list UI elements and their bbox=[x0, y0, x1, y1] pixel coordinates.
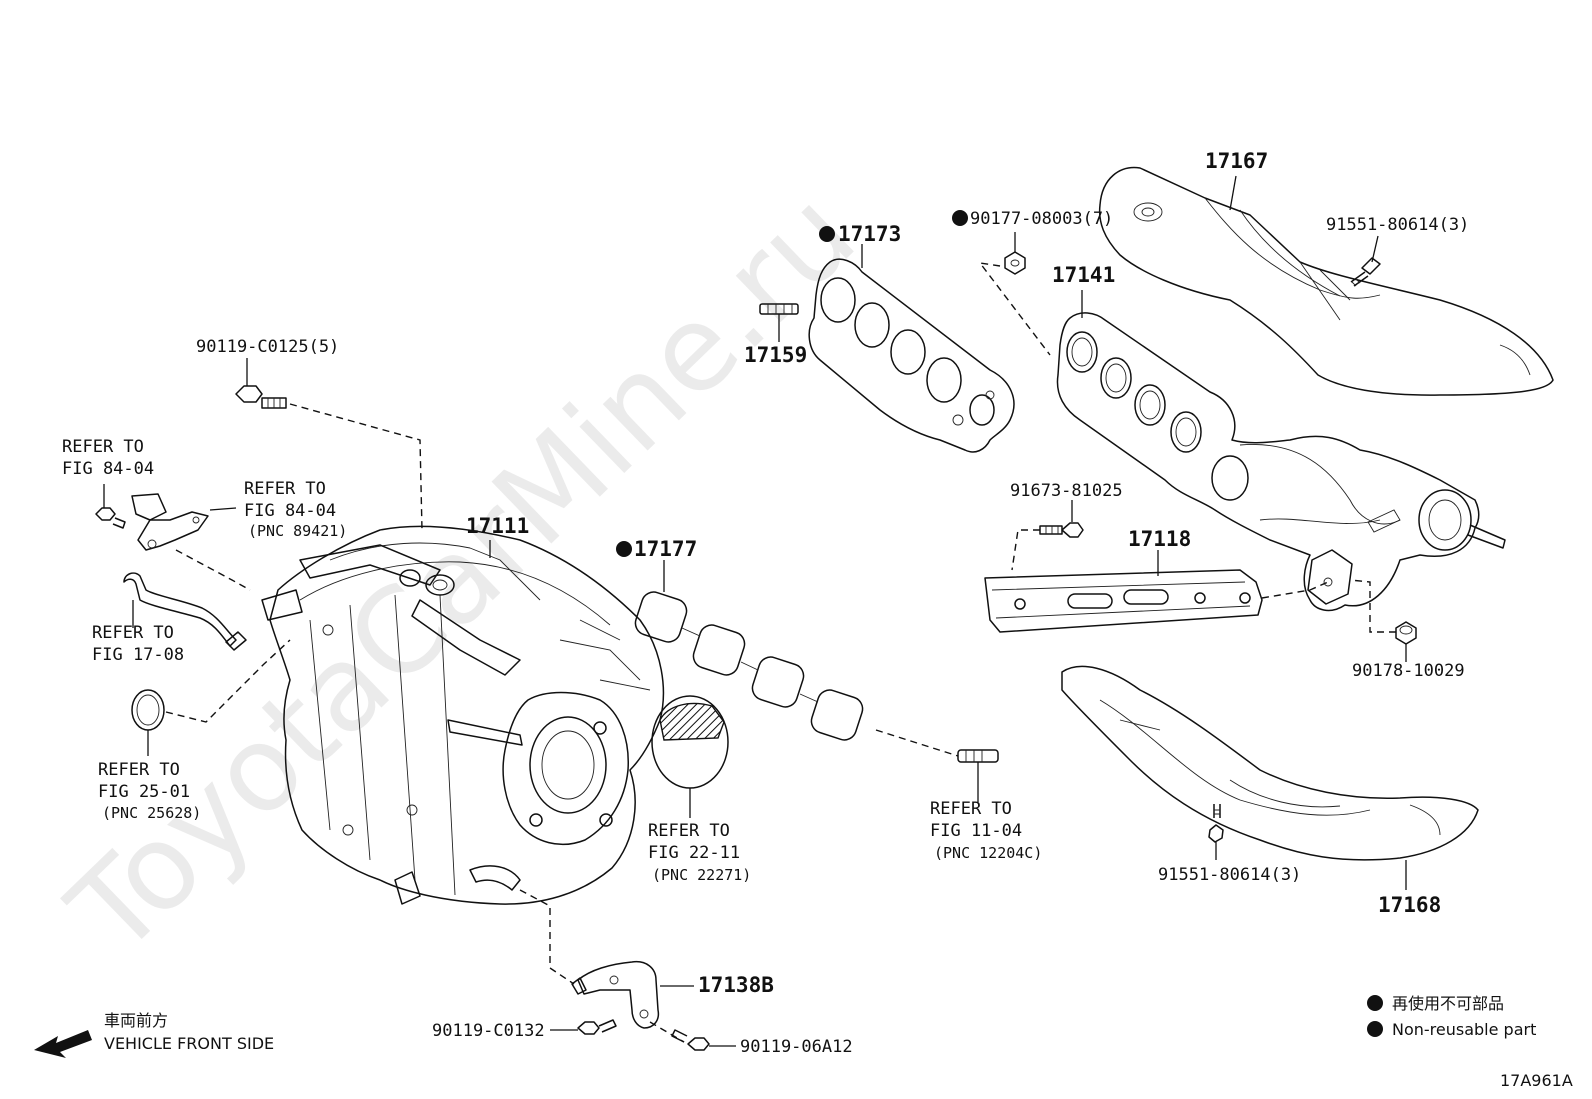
heat-insulator-lower-drawing[interactable] bbox=[1061, 665, 1479, 861]
label-17168[interactable]: 17168 bbox=[1378, 893, 1441, 917]
bolt-91673-icon[interactable] bbox=[1039, 522, 1084, 538]
bracket-17138b-drawing[interactable] bbox=[571, 960, 660, 1029]
ref-25-01-line2[interactable]: FIG 25-01 bbox=[98, 782, 190, 802]
ref-22-11-line2[interactable]: FIG 22-11 bbox=[648, 843, 740, 863]
legend-jp: 再使用不可部品 bbox=[1392, 994, 1504, 1013]
label-90119-c0125[interactable]: 90119-C0125(5) bbox=[196, 337, 339, 357]
stud-11-04-icon[interactable] bbox=[957, 749, 999, 763]
nut-90178-icon[interactable] bbox=[1395, 621, 1417, 645]
ref-25-01-line1[interactable]: REFER TO bbox=[98, 760, 180, 780]
ref-84-04-b-line2[interactable]: FIG 84-04 bbox=[244, 501, 336, 521]
watermark: ToyotaCarMine.ru bbox=[43, 165, 881, 981]
label-17138b[interactable]: 17138B bbox=[698, 973, 774, 997]
label-91551-top[interactable]: 91551-80614(3) bbox=[1326, 215, 1469, 235]
ref-11-04-line1[interactable]: REFER TO bbox=[930, 799, 1012, 819]
label-91673[interactable]: 91673-81025 bbox=[1010, 481, 1123, 501]
ref-84-04-b-line3[interactable]: (PNC 89421) bbox=[248, 522, 347, 540]
label-90177[interactable]: 90177-08003(7) bbox=[970, 209, 1113, 229]
heat-insulator-upper-drawing[interactable] bbox=[1098, 166, 1554, 396]
front-label-jp: 車両前方 bbox=[104, 1011, 168, 1030]
bolt-84-04-icon[interactable] bbox=[95, 507, 126, 529]
ref-17-08-line2[interactable]: FIG 17-08 bbox=[92, 645, 184, 665]
ref-11-04-line3[interactable]: (PNC 12204C) bbox=[934, 844, 1042, 862]
label-90178[interactable]: 90178-10029 bbox=[1352, 661, 1465, 681]
ref-84-04-a-line2[interactable]: FIG 84-04 bbox=[62, 459, 154, 479]
figure-code: 17A961A bbox=[1500, 1071, 1573, 1090]
hose-17-08-drawing[interactable] bbox=[123, 572, 247, 651]
ref-22-11-line3[interactable]: (PNC 22271) bbox=[652, 866, 751, 884]
o-ring-25-01-drawing[interactable] bbox=[131, 689, 165, 731]
ref-25-01-line3[interactable]: (PNC 25628) bbox=[102, 804, 201, 822]
exhaust-manifold-17141-drawing[interactable] bbox=[1056, 312, 1506, 612]
legend-en: Non-reusable part bbox=[1392, 1020, 1536, 1039]
ref-11-04-line2[interactable]: FIG 11-04 bbox=[930, 821, 1022, 841]
legend-dot-en bbox=[1367, 1021, 1383, 1037]
bolt-90119-06a12-icon[interactable] bbox=[671, 1029, 710, 1051]
legend-dot-jp bbox=[1367, 995, 1383, 1011]
sensor-bracket-drawing[interactable] bbox=[131, 493, 209, 551]
ref-22-11-line1[interactable]: REFER TO bbox=[648, 821, 730, 841]
ref-84-04-b-line1[interactable]: REFER TO bbox=[244, 479, 326, 499]
non-reusable-marker-90177 bbox=[952, 210, 968, 226]
bolt-90119-c0125-icon[interactable] bbox=[235, 385, 287, 409]
ref-17-08-line1[interactable]: REFER TO bbox=[92, 623, 174, 643]
bolt-91551-bottom-icon[interactable] bbox=[1208, 804, 1224, 843]
non-reusable-marker-17173 bbox=[819, 226, 835, 242]
label-17177[interactable]: 17177 bbox=[634, 537, 697, 561]
intake-manifold-17111-drawing[interactable] bbox=[261, 525, 665, 905]
intake-gasket-17177-drawing[interactable] bbox=[632, 589, 865, 743]
label-17173[interactable]: 17173 bbox=[838, 222, 901, 246]
label-90119-06a12[interactable]: 90119-06A12 bbox=[740, 1037, 853, 1057]
label-91551-bottom[interactable]: 91551-80614(3) bbox=[1158, 865, 1301, 885]
bolt-91551-top-icon[interactable] bbox=[1350, 257, 1381, 287]
label-17118[interactable]: 17118 bbox=[1128, 527, 1191, 551]
label-17167[interactable]: 17167 bbox=[1205, 149, 1268, 173]
non-reusable-marker-17177 bbox=[616, 541, 632, 557]
label-17111[interactable]: 17111 bbox=[466, 514, 529, 538]
nut-90177-icon[interactable] bbox=[1004, 251, 1026, 275]
bolt-90119-c0132-icon[interactable] bbox=[577, 1019, 617, 1035]
label-17159[interactable]: 17159 bbox=[744, 343, 807, 367]
front-label-en: VEHICLE FRONT SIDE bbox=[104, 1034, 274, 1053]
manifold-stay-17118-drawing[interactable] bbox=[984, 569, 1263, 633]
throttle-gasket-22-11-drawing[interactable] bbox=[651, 695, 729, 789]
exhaust-gasket-17173-drawing[interactable] bbox=[808, 258, 1015, 453]
front-arrow-icon bbox=[34, 1030, 92, 1058]
ref-84-04-a-line1[interactable]: REFER TO bbox=[62, 437, 144, 457]
label-90119-c0132[interactable]: 90119-C0132 bbox=[432, 1021, 545, 1041]
label-17141[interactable]: 17141 bbox=[1052, 263, 1115, 287]
